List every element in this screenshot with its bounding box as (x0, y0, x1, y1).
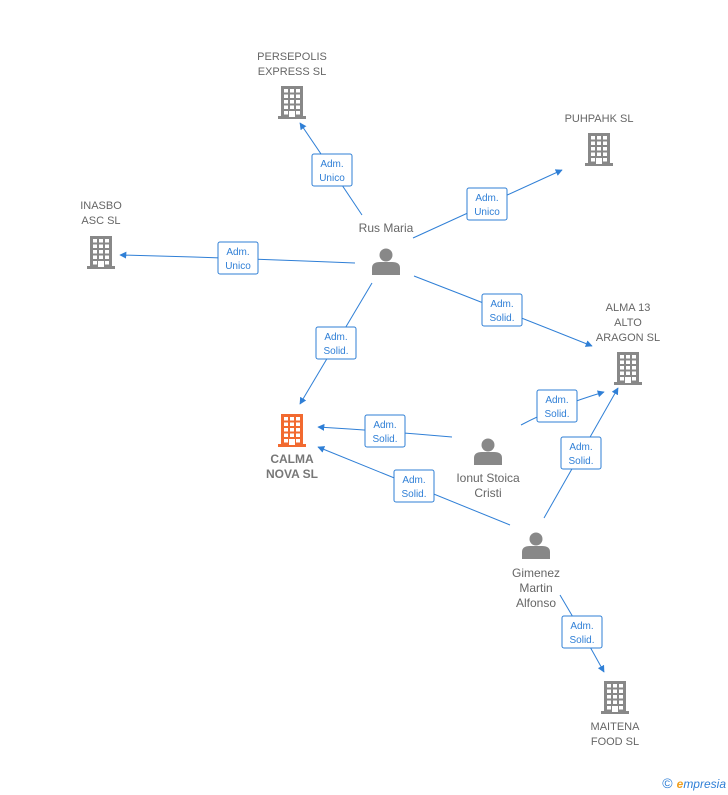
brand-logo-text: mpresia (683, 777, 726, 791)
edge-label-text: Solid. (323, 346, 348, 357)
edge-rus-calma: Adm. Solid. (299, 282, 373, 405)
edge-label-text: Adm. (226, 247, 249, 258)
building-icon (585, 133, 613, 166)
node-label: ALMA 13 (606, 302, 651, 314)
node-persepolis[interactable]: PERSEPOLIS EXPRESS SL (257, 51, 327, 119)
edges-layer: Adm.UnicoAdm.UnicoAdm.UnicoAdm.Solid.Adm… (119, 122, 619, 673)
edge-label-text: Adm. (570, 621, 593, 632)
edge-rus-puhpahk: Adm. Unico (412, 169, 563, 239)
edge-label-text: Adm. (545, 395, 568, 406)
edge-label-text: Solid. (568, 456, 593, 467)
edge-rus-inasbo: Adm. Unico (119, 241, 356, 275)
edge-label-box[interactable]: Adm. Unico (217, 241, 259, 275)
node-label: PUHPAHK SL (565, 113, 634, 125)
edge-label-text: Unico (319, 173, 345, 184)
edge-label-text: Adm. (320, 159, 343, 170)
edge-ionut-calma: Adm. Solid. (317, 414, 453, 448)
node-label: Gimenez (512, 566, 560, 580)
node-label: CALMA (270, 452, 314, 466)
node-label: MAITENA (591, 721, 641, 733)
edge-label-box[interactable]: Adm. Solid. (315, 326, 357, 360)
edge-label-box[interactable]: Adm. Solid. (561, 615, 603, 649)
node-label: ARAGON SL (596, 332, 660, 344)
edge-label-box[interactable]: Adm. Solid. (364, 414, 406, 448)
edge-label-text: Adm. (569, 442, 592, 453)
edge-label-box[interactable]: Adm. Unico (311, 153, 353, 187)
nodes-layer: PERSEPOLIS EXPRESS SL PUHPAHK SL INASBO ASC … (80, 51, 660, 748)
node-label: Cristi (474, 486, 501, 500)
edge-label-text: Unico (225, 261, 251, 272)
node-label: EXPRESS SL (258, 66, 326, 78)
edge-label-text: Adm. (324, 332, 347, 343)
building-icon (87, 236, 115, 269)
node-rus[interactable]: Rus Maria (359, 221, 414, 275)
edge-gimenez-calma: Adm. Solid. (317, 446, 511, 526)
node-label: FOOD SL (591, 736, 639, 748)
edge-ionut-alma13: Adm. Solid. (520, 389, 605, 426)
brand-footer: ©empresia (662, 775, 726, 791)
node-label: ALTO (614, 317, 642, 329)
copyright-icon: © (662, 775, 673, 791)
node-label: Alfonso (516, 596, 556, 610)
edge-label-text: Solid. (544, 409, 569, 420)
edge-label-text: Unico (474, 207, 500, 218)
edge-label-text: Solid. (401, 489, 426, 500)
edge-label-text: Adm. (475, 193, 498, 204)
building-icon (278, 414, 306, 447)
node-label: NOVA SL (266, 467, 318, 481)
edge-rus-persepolis: Adm. Unico (299, 122, 363, 216)
person-icon (372, 248, 400, 275)
node-label: ASC SL (81, 215, 120, 227)
node-label: Martin (519, 581, 552, 595)
node-maitena[interactable]: MAITENA FOOD SL (591, 681, 641, 748)
edge-label-text: Adm. (402, 475, 425, 486)
edge-gimenez-maitena: Adm. Solid. (559, 594, 605, 673)
node-label: PERSEPOLIS (257, 51, 327, 63)
person-icon (522, 532, 550, 559)
building-icon (601, 681, 629, 714)
node-inasbo[interactable]: INASBO ASC SL (80, 200, 122, 269)
brand-logo-e: e (676, 777, 684, 791)
person-icon (474, 438, 502, 465)
edge-gimenez-alma13: Adm. Solid. (543, 387, 619, 519)
node-alma13[interactable]: ALMA 13 ALTO ARAGON SL (596, 302, 660, 385)
edge-label-text: Solid. (489, 313, 514, 324)
node-label: INASBO (80, 200, 122, 212)
building-icon (614, 352, 642, 385)
edge-label-box[interactable]: Adm. Unico (466, 187, 508, 221)
node-label: Rus Maria (359, 221, 414, 235)
node-puhpahk[interactable]: PUHPAHK SL (565, 113, 634, 166)
edge-label-box[interactable]: Adm. Solid. (560, 436, 602, 470)
edge-label-box[interactable]: Adm. Solid. (536, 389, 578, 423)
edge-label-text: Solid. (569, 635, 594, 646)
edge-label-text: Adm. (373, 420, 396, 431)
edge-label-text: Adm. (490, 299, 513, 310)
edge-rus-alma13: Adm. Solid. (413, 275, 593, 347)
edge-label-text: Solid. (372, 434, 397, 445)
edge-label-box[interactable]: Adm. Solid. (393, 469, 435, 503)
edge-label-box[interactable]: Adm. Solid. (481, 293, 523, 327)
building-icon (278, 86, 306, 119)
node-label: Ionut Stoica (456, 471, 520, 485)
